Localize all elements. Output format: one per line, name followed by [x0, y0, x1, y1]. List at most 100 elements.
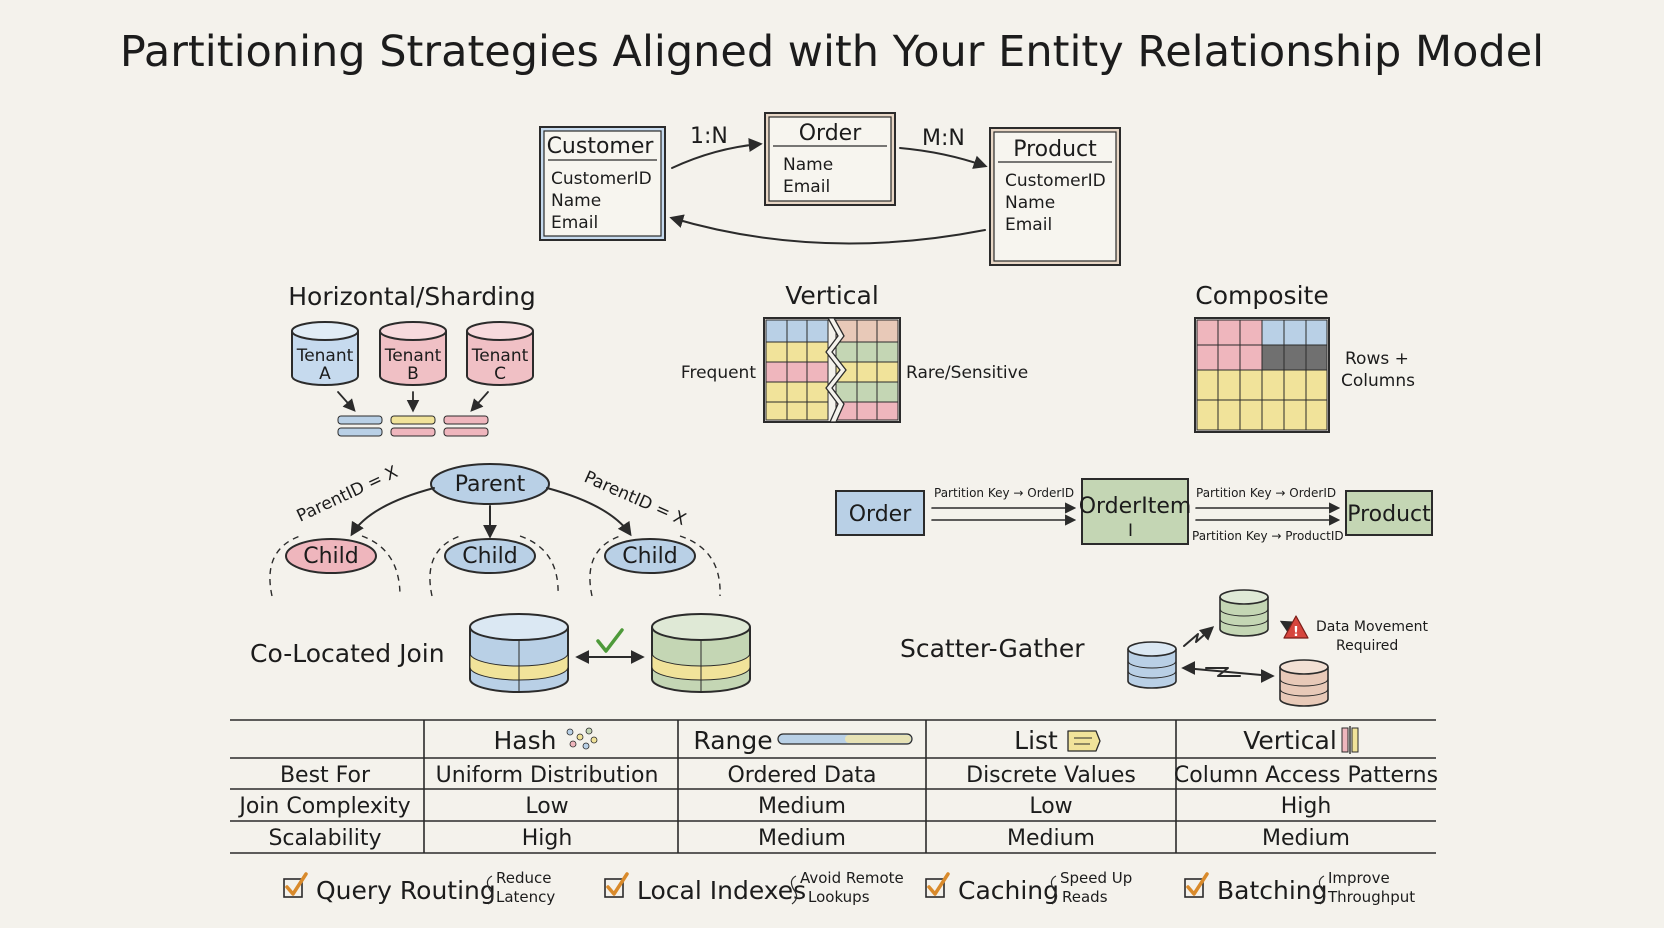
entity-product-field: Email [1005, 215, 1052, 235]
row-label: Best For [280, 763, 371, 788]
parent-label: Parent [455, 472, 526, 497]
svg-text:Child: Child [622, 544, 678, 569]
row-label: Scalability [268, 826, 381, 851]
edge-label-right: ParentID = X [581, 467, 689, 530]
svg-text:I: I [1128, 521, 1133, 541]
svg-text:Child: Child [462, 544, 518, 569]
database-icon [469, 613, 569, 693]
database-icon [1127, 641, 1177, 689]
page-title: Partitioning Strategies Aligned with You… [120, 27, 1544, 77]
checkmark-icon [596, 628, 624, 653]
row-label: Join Complexity [237, 794, 410, 819]
column-header-hash: Hash [494, 726, 557, 755]
vertical-left-label: Frequent [681, 363, 756, 383]
checkbox-check-icon [1186, 872, 1209, 896]
tip-query-routing: Query Routing Reduce Latency [283, 869, 555, 906]
entity-customer-name: Customer [547, 134, 655, 159]
relation-label-mn: M:N [922, 126, 965, 151]
er-model: Customer CustomerID Name Email Order Nam… [539, 112, 1121, 266]
table-cell: Uniform Distribution [436, 763, 659, 788]
hash-dots-icon [566, 727, 598, 750]
database-icon [651, 613, 751, 693]
svg-text:Avoid Remote: Avoid Remote [800, 869, 904, 887]
tenant-database-icon: Tenant C [466, 321, 534, 386]
svg-text:Tenant: Tenant [384, 346, 442, 366]
table-cell: Column Access Patterns [1174, 763, 1438, 788]
entity-customer-field: CustomerID [551, 169, 652, 189]
section-title-composite: Composite [1195, 281, 1328, 310]
tip-caching: Caching Speed Up Reads [925, 869, 1132, 906]
svg-text:Product: Product [1347, 502, 1431, 527]
svg-text:Tenant: Tenant [471, 346, 529, 366]
column-header-vertical: Vertical [1243, 726, 1337, 755]
table-cell: Low [525, 794, 568, 819]
table-cell: Medium [758, 826, 846, 851]
svg-text:Tenant: Tenant [296, 346, 354, 366]
child-node [444, 538, 536, 574]
entity-product: Product CustomerID Name Email [989, 127, 1121, 266]
svg-text:Latency: Latency [496, 888, 555, 906]
table-cell: Ordered Data [727, 763, 876, 788]
vertical-split-icon [1341, 726, 1359, 754]
composite-partitioning: Composite Rows + Columns [1194, 281, 1415, 433]
list-tag-icon [1067, 730, 1101, 752]
entity-product-field: CustomerID [1005, 171, 1106, 191]
child-node [285, 538, 377, 574]
svg-text:Order: Order [849, 502, 912, 527]
svg-text:Lookups: Lookups [808, 888, 870, 906]
partition-key-chain: Order OrderItem I Product Partition Key … [835, 478, 1433, 545]
table-cell: Discrete Values [966, 763, 1136, 788]
svg-text:B: B [407, 364, 419, 384]
chain-node-orderitem [1081, 478, 1189, 545]
entity-order-field: Email [783, 177, 830, 197]
parent-node [430, 463, 550, 505]
tenant-database-icon: Tenant A [291, 321, 359, 386]
edge-label-left: ParentID = X [294, 462, 402, 526]
svg-text:OrderItem: OrderItem [1079, 494, 1192, 519]
parent-child-hierarchy: Parent ParentID = X ParentID = X Child C… [269, 462, 721, 597]
horizontal-sharding: Horizontal/Sharding Tenant A Tenant B Te… [288, 282, 536, 437]
svg-text:C: C [494, 364, 506, 384]
svg-text:Reads: Reads [1062, 888, 1108, 906]
svg-text:!: ! [1293, 625, 1299, 640]
column-header-list: List [1014, 726, 1058, 755]
entity-order-name: Order [799, 121, 862, 146]
section-title-colocated: Co-Located Join [250, 639, 445, 668]
column-header-range: Range [693, 726, 772, 755]
chain-node-order [835, 490, 925, 536]
relation-arrow [671, 138, 763, 169]
table-cell: High [1281, 794, 1332, 819]
svg-text:Throughput: Throughput [1327, 888, 1415, 906]
section-title-vertical: Vertical [785, 281, 879, 310]
table-cell: Medium [1262, 826, 1350, 851]
checkbox-check-icon [285, 872, 308, 896]
section-title-horizontal: Horizontal/Sharding [288, 282, 535, 311]
chain-key-label: Partition Key → OrderID [1196, 486, 1336, 500]
relation-label-1n: 1:N [690, 124, 728, 149]
svg-text:Query Routing: Query Routing [316, 876, 496, 905]
tips-row: Query Routing Reduce Latency Local Index… [283, 869, 1415, 906]
shard-row-bars [337, 415, 489, 437]
tip-batching: Batching Improve Throughput [1184, 869, 1415, 906]
table-cell: High [522, 826, 573, 851]
comparison-table: Hash Range List Vertical Best For Unifor… [230, 719, 1438, 854]
warning-text: Required [1336, 638, 1398, 654]
composite-label: Rows + [1345, 349, 1409, 369]
table-cell: Medium [758, 794, 846, 819]
entity-customer-field: Name [551, 191, 601, 211]
tip-local-indexes: Local Indexes Avoid Remote Lookups [604, 869, 904, 906]
svg-text:Improve: Improve [1328, 869, 1390, 887]
table-cell: Medium [1007, 826, 1095, 851]
relation-arrow [669, 214, 986, 245]
scatter-gather: Scatter-Gather ! Data Movement Required [900, 589, 1429, 707]
warning-icon: ! [1283, 615, 1309, 640]
database-icon [1219, 589, 1269, 637]
svg-text:Caching: Caching [958, 876, 1059, 905]
checkbox-check-icon [606, 872, 629, 896]
child-node [604, 538, 696, 574]
tenant-database-icon: Tenant B [379, 321, 447, 386]
svg-text:Local Indexes: Local Indexes [637, 876, 806, 905]
colocated-join: Co-Located Join [250, 613, 751, 693]
chain-node-product [1345, 490, 1433, 536]
